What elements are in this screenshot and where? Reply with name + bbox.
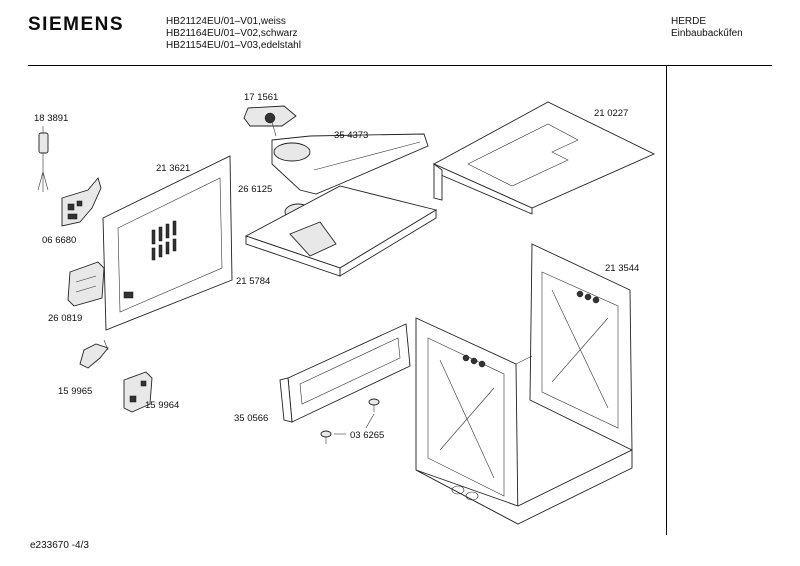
label-350566: 35 0566 bbox=[234, 413, 268, 424]
label-210227: 21 0227 bbox=[594, 108, 628, 119]
model-line-1: HB21124EU/01–V01,weiss bbox=[166, 16, 286, 27]
brand-logo: SIEMENS bbox=[28, 14, 125, 35]
part-bracket-260819[interactable] bbox=[67, 261, 105, 307]
side-divider bbox=[666, 65, 667, 535]
part-frame-350566[interactable] bbox=[279, 323, 411, 423]
label-213544: 21 3544 bbox=[605, 263, 639, 274]
model-line-3: HB21154EU/01–V03,edelstahl bbox=[166, 40, 301, 51]
part-motor-171561[interactable] bbox=[243, 105, 297, 137]
part-duct-354373[interactable] bbox=[271, 133, 429, 195]
part-clip-159965[interactable] bbox=[79, 339, 109, 369]
category-line-1: HERDE bbox=[671, 16, 707, 27]
header-divider bbox=[28, 65, 772, 66]
label-260819: 26 0819 bbox=[48, 313, 82, 324]
part-bracket-159964[interactable] bbox=[123, 371, 153, 413]
model-line-2: HB21164EU/01–V02,schwarz bbox=[166, 28, 298, 39]
model-list: HB21124EU/01–V01,weiss HB21164EU/01–V02,… bbox=[166, 16, 301, 52]
part-cable-183891[interactable] bbox=[37, 126, 49, 192]
label-159964: 15 9964 bbox=[145, 400, 179, 411]
label-266125: 26 6125 bbox=[238, 184, 272, 195]
part-panel-213621[interactable] bbox=[102, 155, 233, 331]
label-171561: 17 1561 bbox=[244, 92, 278, 103]
label-213621: 21 3621 bbox=[156, 163, 190, 174]
part-housing-213544[interactable] bbox=[415, 243, 633, 525]
category-line-2: Einbaubackűfen bbox=[671, 28, 743, 39]
document-code: e233670 -4/3 bbox=[30, 540, 89, 551]
label-066680: 06 6680 bbox=[42, 235, 76, 246]
part-screws-036265[interactable] bbox=[320, 398, 380, 444]
label-354373: 35 4373 bbox=[334, 130, 368, 141]
label-159965: 15 9965 bbox=[58, 386, 92, 397]
label-036265: 03 6265 bbox=[350, 430, 384, 441]
part-switch-066680[interactable] bbox=[61, 177, 102, 227]
label-215784: 21 5784 bbox=[236, 276, 270, 287]
part-topcover-210227[interactable] bbox=[432, 101, 656, 215]
part-topplate-215784[interactable] bbox=[244, 185, 438, 277]
category-block: HERDE Einbaubackűfen bbox=[671, 16, 743, 40]
label-183891: 18 3891 bbox=[34, 113, 68, 124]
